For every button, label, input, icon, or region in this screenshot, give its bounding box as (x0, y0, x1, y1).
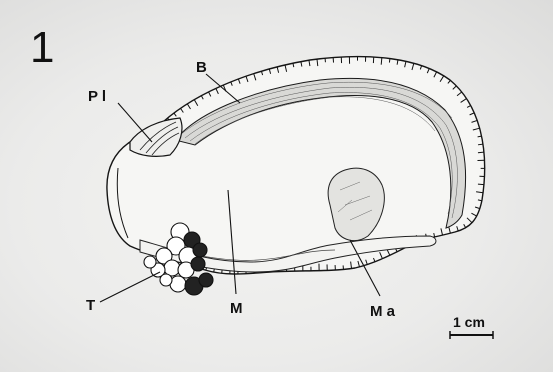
tubule (191, 257, 205, 271)
label-ma: M a (370, 303, 396, 320)
tubule (144, 256, 156, 268)
label-m: M (230, 300, 243, 317)
tubule (170, 276, 186, 292)
tubule (199, 273, 213, 287)
spine (478, 184, 484, 185)
label-t: T (86, 297, 95, 314)
scale-bar-label: 1 cm (453, 314, 485, 330)
spine (478, 152, 484, 153)
spine (381, 58, 382, 65)
tubule (160, 274, 172, 286)
spine (389, 59, 390, 63)
label-b: B (196, 59, 207, 76)
label-pl: P l (88, 88, 106, 105)
figure-number: 1 (30, 23, 54, 72)
tubule (193, 243, 207, 257)
scale-bar: 1 cm (450, 314, 493, 339)
spine (478, 144, 483, 145)
